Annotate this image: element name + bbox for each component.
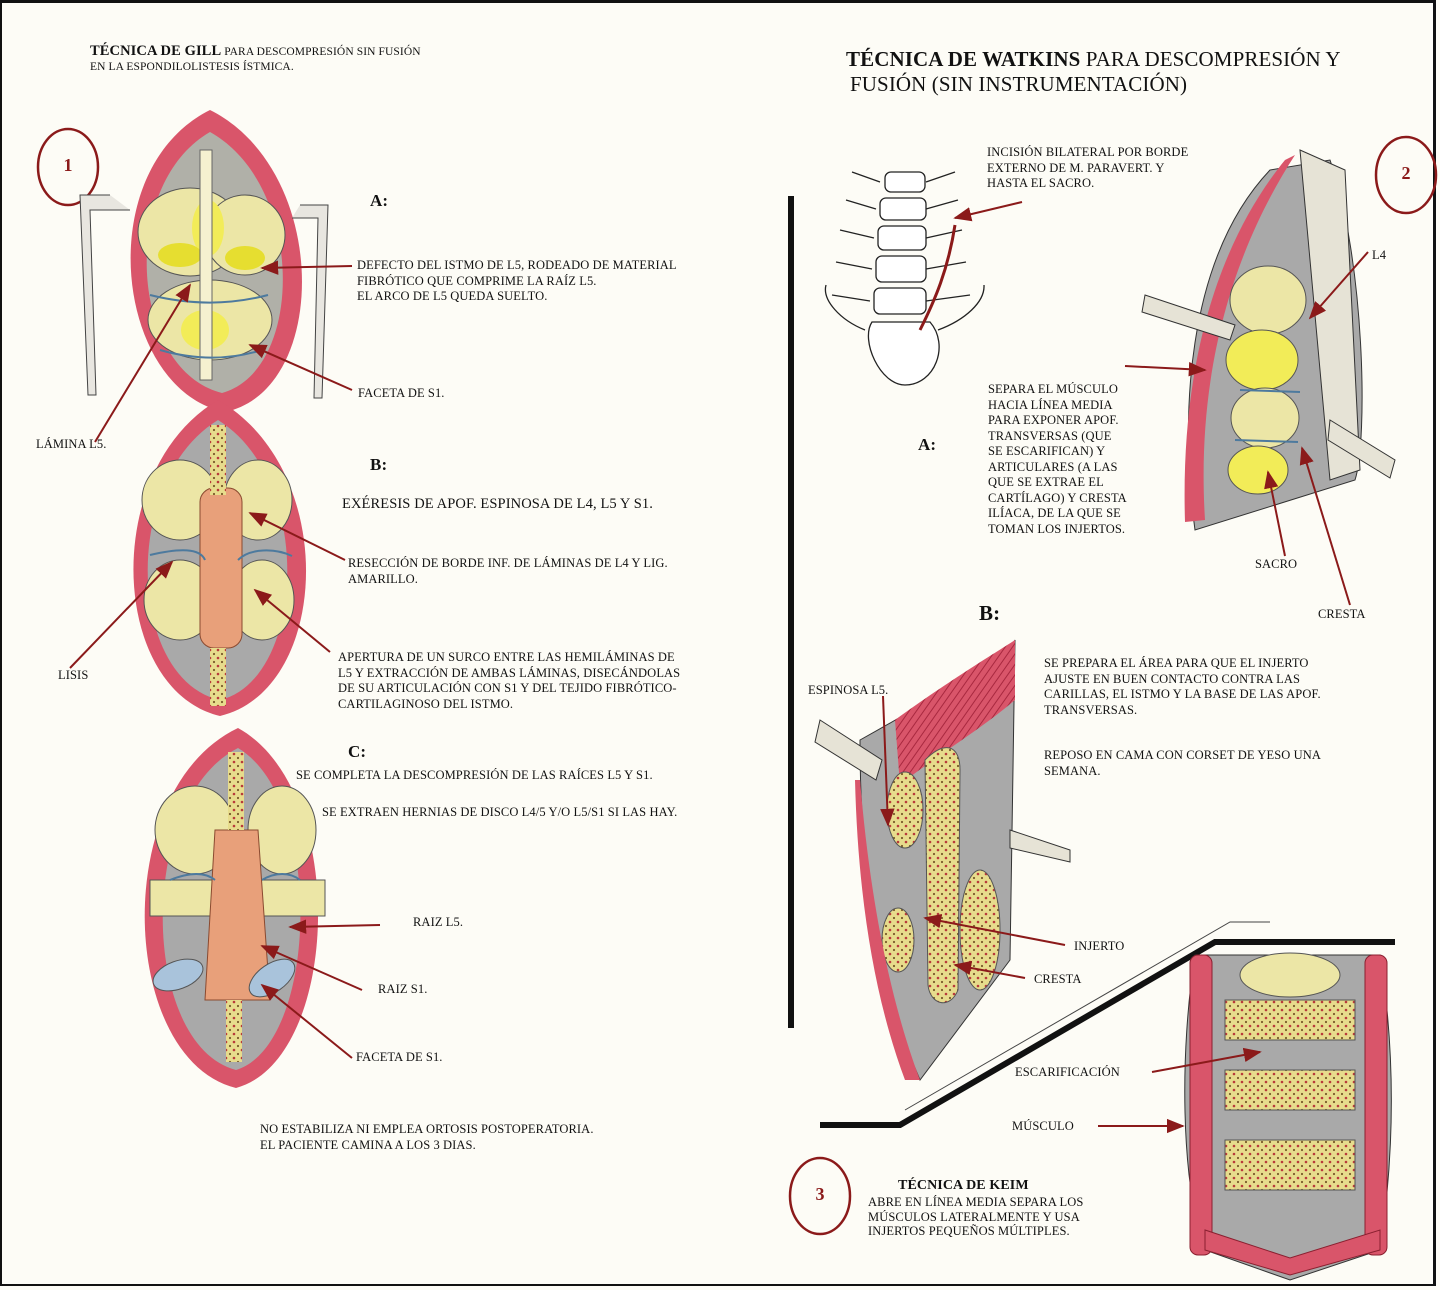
gill-a-text-line: FIBRÓTICO QUE COMPRIME LA RAÍZ L5. <box>357 274 677 290</box>
watkins-b-reposo-line: REPOSO EN CAMA CON CORSET DE YESO UNA <box>1044 748 1321 764</box>
watkins-espinosa-label: ESPINOSA L5. <box>808 683 888 699</box>
watkins-sacro-label: SACRO <box>1255 557 1297 573</box>
watkins-incision: INCISIÓN BILATERAL POR BORDE EXTERNO DE … <box>987 145 1188 192</box>
watkins-a-text-line: PARA EXPONER APOF. <box>988 413 1127 429</box>
watkins-a-text-line: CARTÍLAGO) Y CRESTA <box>988 491 1127 507</box>
gill-footer-line: EL PACIENTE CAMINA A LOS 3 DIAS. <box>260 1138 594 1154</box>
keim-figure <box>1185 953 1391 1280</box>
gill-b-apertura-line: APERTURA DE UN SURCO ENTRE LAS HEMILÁMIN… <box>338 650 680 666</box>
circle-2-label: 2 <box>1386 163 1426 184</box>
gill-c-label: C: <box>348 744 366 760</box>
gill-b-apertura-line: CARTILAGINOSO DEL ISTMO. <box>338 697 680 713</box>
gill-b-apertura-line: L5 Y EXTRACCIÓN DE AMBAS LÁMINAS, DISECÁ… <box>338 666 680 682</box>
gill-c-text1: SE COMPLETA LA DESCOMPRESIÓN DE LAS RAÍC… <box>296 768 653 784</box>
watkins-title-line2: FUSIÓN (SIN INSTRUMENTACIÓN) <box>846 72 1341 97</box>
gill-b-label: B: <box>370 457 387 473</box>
watkins-b-text-line: SE PREPARA EL ÁREA PARA QUE EL INJERTO <box>1044 656 1321 672</box>
gill-a-text: DEFECTO DEL ISTMO DE L5, RODEADO DE MATE… <box>357 258 677 305</box>
watkins-cresta-b-label: CRESTA <box>1034 972 1082 988</box>
watkins-a-text-line: HACIA LÍNEA MEDIA <box>988 398 1127 414</box>
watkins-cresta-a-label: CRESTA <box>1318 607 1366 623</box>
watkins-a-text-line: TOMAN LOS INJERTOS. <box>988 522 1127 538</box>
watkins-a-text-line: TRANSVERSAS (QUE <box>988 429 1127 445</box>
gill-b-title: EXÉRESIS DE APOF. ESPINOSA DE L4, L5 Y S… <box>342 495 653 513</box>
watkins-a-text-line: ILÍACA, DE LA QUE SE <box>988 506 1127 522</box>
keim-text-line: ABRE EN LÍNEA MEDIA SEPARA LOS <box>868 1195 1083 1210</box>
watkins-b-label: B: <box>979 606 1000 622</box>
gill-b-reseccion-line: RESECCIÓN DE BORDE INF. DE LÁMINAS DE L4… <box>348 556 668 572</box>
watkins-incision-line: EXTERNO DE M. PARAVERT. Y <box>987 161 1188 177</box>
watkins-title-rest: PARA DESCOMPRESIÓN Y <box>1080 47 1340 71</box>
keim-musculo-label: MÚSCULO <box>1012 1119 1074 1135</box>
divider-bar <box>788 196 794 1028</box>
watkins-b-text-line: TRANSVERSAS. <box>1044 703 1321 719</box>
gill-a-figure <box>80 110 328 412</box>
gill-footer: NO ESTABILIZA NI EMPLEA ORTOSIS POSTOPER… <box>260 1122 594 1153</box>
watkins-b-text-line: CARILLAS, EL ISTMO Y LA BASE DE LAS APOF… <box>1044 687 1321 703</box>
gill-lisis-label: LISIS <box>58 668 88 684</box>
gill-title-bold: TÉCNICA DE GILL <box>90 43 221 59</box>
gill-b-apertura-line: DE SU ARTICULACIÓN CON S1 Y DEL TEJIDO F… <box>338 681 680 697</box>
gill-lamina-label: LÁMINA L5. <box>36 437 106 453</box>
gill-b-figure <box>133 400 306 716</box>
watkins-a-label: A: <box>918 437 936 453</box>
watkins-b-figure <box>815 640 1070 1080</box>
watkins-a-text-line: SE ESCARIFICAN) Y <box>988 444 1127 460</box>
gill-b-apertura: APERTURA DE UN SURCO ENTRE LAS HEMILÁMIN… <box>338 650 680 712</box>
gill-a-text-line: DEFECTO DEL ISTMO DE L5, RODEADO DE MATE… <box>357 258 677 274</box>
circle-1-label: 1 <box>48 155 88 176</box>
gill-raiz-s1: RAIZ S1. <box>378 982 427 998</box>
gill-a-label: A: <box>370 193 388 209</box>
watkins-a-text-line: ARTICULARES (A LAS <box>988 460 1127 476</box>
gill-title-line2: EN LA ESPONDILOLISTESIS ÍSTMICA. <box>90 60 421 74</box>
watkins-injerto-label: INJERTO <box>1074 939 1124 955</box>
watkins-a-text: SEPARA EL MÚSCULO HACIA LÍNEA MEDIA PARA… <box>988 382 1127 537</box>
keim-text: ABRE EN LÍNEA MEDIA SEPARA LOS MÚSCULOS … <box>868 1195 1083 1239</box>
gill-a-text-line: EL ARCO DE L5 QUEDA SUELTO. <box>357 289 677 305</box>
keim-title: TÉCNICA DE KEIM <box>898 1178 1029 1194</box>
watkins-spine-sketch <box>825 172 984 385</box>
watkins-a-text-line: SEPARA EL MÚSCULO <box>988 382 1127 398</box>
watkins-b-text-line: AJUSTE EN BUEN CONTACTO CONTRA LAS <box>1044 672 1321 688</box>
watkins-incision-line: INCISIÓN BILATERAL POR BORDE <box>987 145 1188 161</box>
watkins-b-reposo-line: SEMANA. <box>1044 764 1321 780</box>
gill-title: TÉCNICA DE GILL PARA DESCOMPRESIÓN SIN F… <box>90 42 421 74</box>
keim-escarificacion-label: ESCARIFICACIÓN <box>1015 1065 1120 1081</box>
gill-faceta-s1-c: FACETA DE S1. <box>356 1050 443 1066</box>
watkins-incision-line: HASTA EL SACRO. <box>987 176 1188 192</box>
gill-b-reseccion: RESECCIÓN DE BORDE INF. DE LÁMINAS DE L4… <box>348 556 668 587</box>
watkins-l4-label: L4 <box>1372 248 1386 264</box>
watkins-b-text: SE PREPARA EL ÁREA PARA QUE EL INJERTO A… <box>1044 656 1321 718</box>
gill-c-text2: SE EXTRAEN HERNIAS DE DISCO L4/5 Y/O L5/… <box>322 805 677 821</box>
gill-b-reseccion-line: AMARILLO. <box>348 572 668 588</box>
watkins-b-reposo: REPOSO EN CAMA CON CORSET DE YESO UNA SE… <box>1044 748 1321 779</box>
gill-raiz-l5: RAIZ L5. <box>413 915 463 931</box>
keim-text-line: MÚSCULOS LATERALMENTE Y USA <box>868 1210 1083 1225</box>
circle-3-label: 3 <box>800 1184 840 1205</box>
watkins-title-bold: TÉCNICA DE WATKINS <box>846 47 1080 71</box>
gill-footer-line: NO ESTABILIZA NI EMPLEA ORTOSIS POSTOPER… <box>260 1122 594 1138</box>
keim-text-line: INJERTOS PEQUEÑOS MÚLTIPLES. <box>868 1224 1083 1239</box>
watkins-title: TÉCNICA DE WATKINS PARA DESCOMPRESIÓN Y … <box>846 47 1341 97</box>
gill-faceta-s1-a: FACETA DE S1. <box>358 386 445 402</box>
watkins-a-text-line: QUE SE EXTRAE EL <box>988 475 1127 491</box>
gill-title-rest: PARA DESCOMPRESIÓN SIN FUSIÓN <box>221 46 420 58</box>
